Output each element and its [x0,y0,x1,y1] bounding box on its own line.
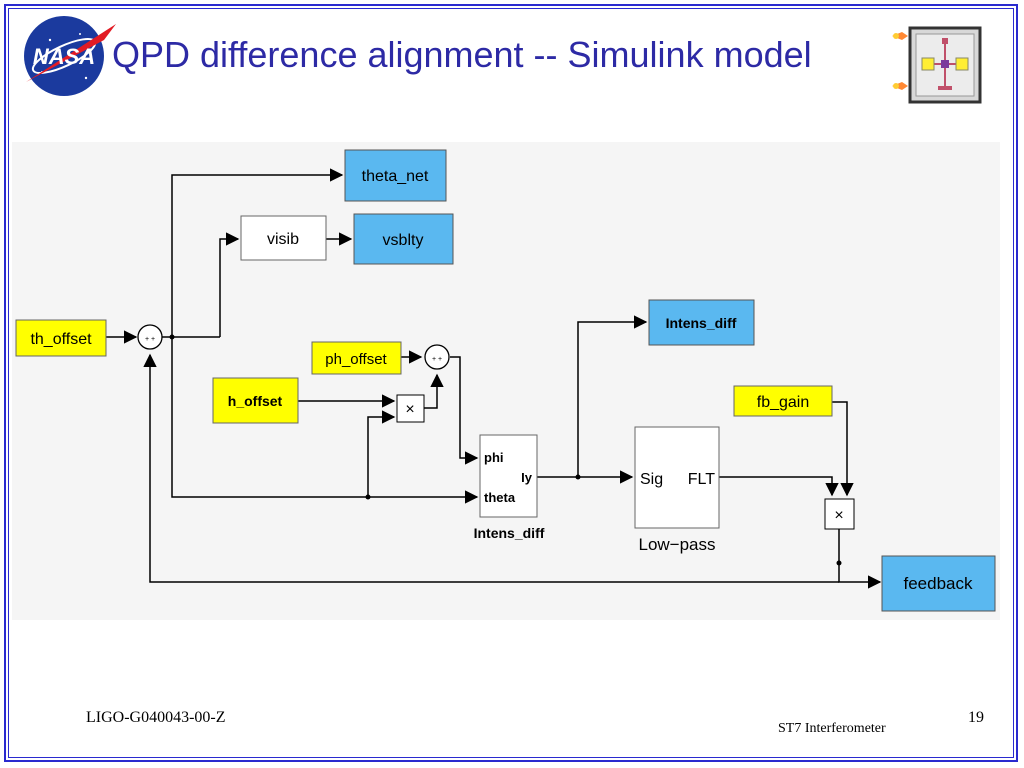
nasa-logo-text: NASA [33,44,95,69]
intens-port-iy: Iy [521,470,533,485]
intens-diff-output-label: Intens_diff [666,315,737,331]
st7-emblem-icon [888,24,984,113]
diagram-background [12,142,1000,620]
lowpass-subsystem-label: Low−pass [638,535,715,554]
h-offset-label: h_offset [228,393,283,409]
lowpass-subsystem [634,426,720,529]
sum-block-1-sign: + + [145,336,155,343]
lowpass-port-flt: FLT [688,471,715,488]
feedback-label: feedback [904,574,973,593]
nasa-logo: NASA [20,12,116,103]
visib-label: visib [267,231,299,248]
wire-junctions [169,334,842,566]
page-number: 19 [968,709,984,726]
th-offset-block [15,319,107,357]
document-id: LIGO-G040043-00-Z [86,709,226,726]
theta-net-block [344,149,447,202]
sum-block-1 [137,324,163,350]
th-offset-label: th_offset [30,331,92,348]
vsblty-block [353,213,454,265]
intens-port-theta: theta [484,490,516,505]
ph-offset-block [311,341,402,375]
intens-diff-output-block [648,299,755,346]
intens-diff-subsystem [479,434,538,518]
fb-gain-block [733,385,833,417]
slide-inner-border [8,8,1014,758]
footer-project-name: ST7 Interferometer [778,721,886,736]
lowpass-port-sig: Sig [640,471,663,488]
fb-gain-label: fb_gain [757,394,810,411]
ph-offset-label: ph_offset [325,351,387,368]
visib-block [240,215,327,261]
h-offset-block [212,377,299,424]
signal-wires [106,168,882,589]
slide-border [4,4,1018,762]
intens-subsystem-label: Intens_diff [474,525,545,541]
sum-block-2-sign: + + [432,356,442,363]
feedback-block [881,555,996,612]
product-block-2-symbol: × [834,507,843,524]
page-title: QPD difference alignment -- Simulink mod… [112,34,812,75]
product-block-2 [824,498,855,530]
product-block-1-symbol: × [405,401,414,418]
sum-block-2 [424,344,450,370]
theta-net-label: theta_net [362,168,429,185]
vsblty-label: vsblty [383,232,424,249]
product-block-1 [396,394,425,423]
intens-port-phi: phi [484,450,504,465]
